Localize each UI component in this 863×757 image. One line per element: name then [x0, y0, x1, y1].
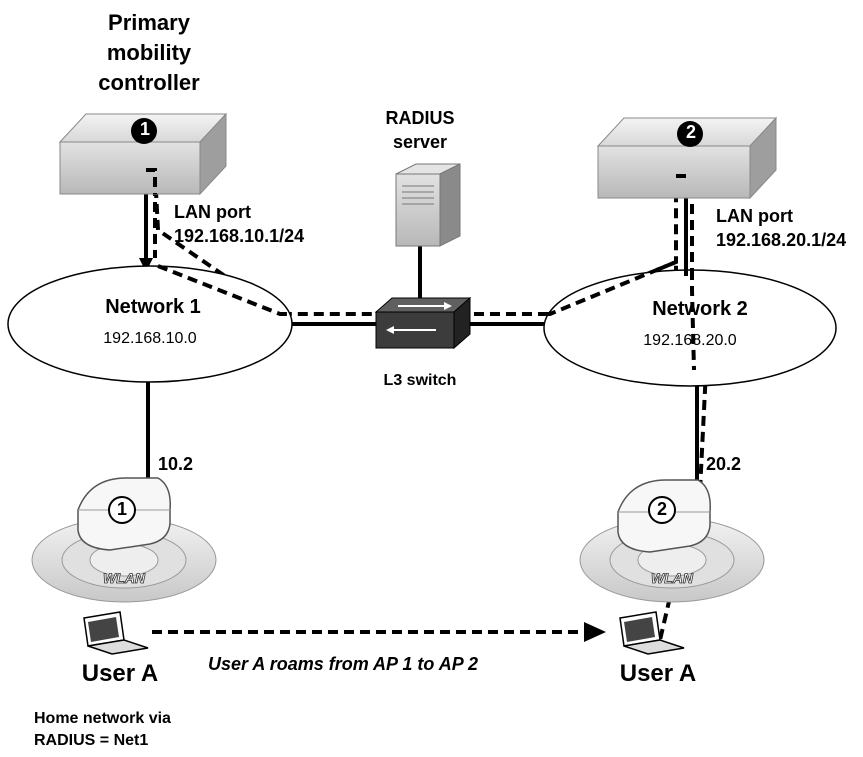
- home-network-note: Home network via RADIUS = Net1: [34, 708, 171, 752]
- radius-title-line2: server: [392, 132, 448, 152]
- user-left-label: User A: [81, 660, 159, 687]
- lan-port-1-address: 192.168.10.1/24: [174, 226, 305, 246]
- controller1-number: 1: [139, 119, 150, 139]
- lan-port-2-title: LAN port: [716, 206, 793, 226]
- laptop-left: [83, 611, 149, 655]
- network2-name: Network 2: [652, 298, 748, 320]
- network1-ellipse: [7, 265, 293, 383]
- dashed-over-ellipses: [157, 259, 696, 371]
- controller1-badge: [131, 118, 157, 144]
- controller2-device: [596, 116, 778, 200]
- lan-port-2-label: LAN port 192.168.20.1/24: [716, 204, 846, 252]
- controller2-badge: [677, 121, 703, 147]
- network1-address: 192.168.10.0: [103, 330, 197, 347]
- ap1-number: 1: [116, 499, 127, 519]
- roam-caption: User A roams from AP 1 to AP 2: [208, 654, 479, 674]
- lan-port-1-title: LAN port: [174, 202, 251, 222]
- home-network-line2: RADIUS = Net1: [34, 732, 149, 749]
- controller1-device: [58, 112, 228, 196]
- access-point-2: [617, 479, 711, 553]
- radius-title: RADIUS server: [370, 106, 470, 154]
- controller1-title-line2: mobility: [106, 40, 192, 65]
- controller1-title-line3: controller: [98, 70, 200, 95]
- radius-server: [395, 163, 461, 247]
- wlan-label-1: WLAN: [103, 570, 146, 587]
- user-right-label: User A: [619, 660, 697, 687]
- wlan-label-2: WLAN: [651, 570, 694, 587]
- ap2-number: 2: [656, 499, 667, 519]
- radius-title-line1: RADIUS: [385, 108, 455, 128]
- roam-arrow-head: [584, 622, 606, 642]
- network1-name: Network 1: [105, 296, 201, 318]
- controller1-switch-dash: [153, 171, 376, 316]
- ap2-address: 20.2: [706, 454, 742, 474]
- ap2-badge: [648, 496, 676, 524]
- ap1-address: 10.2: [158, 454, 194, 474]
- laptop-right: [619, 611, 685, 655]
- home-network-line1: Home network via: [34, 710, 171, 727]
- l3-switch: [374, 296, 472, 350]
- controller1-arrow-head: [139, 258, 153, 272]
- lan-port-2-address: 192.168.20.1/24: [716, 230, 847, 250]
- controller1-title-line1: Primary: [108, 10, 190, 35]
- controller1-title: Primary mobility controller: [60, 8, 238, 98]
- controller2-number: 2: [685, 122, 696, 142]
- switch-label: L3 switch: [383, 372, 457, 389]
- ap1-badge: [108, 496, 136, 524]
- network2-address: 192.168.20.0: [643, 332, 737, 349]
- lan-port-1-label: LAN port 192.168.10.1/24: [174, 200, 304, 248]
- access-point-1: [77, 477, 171, 551]
